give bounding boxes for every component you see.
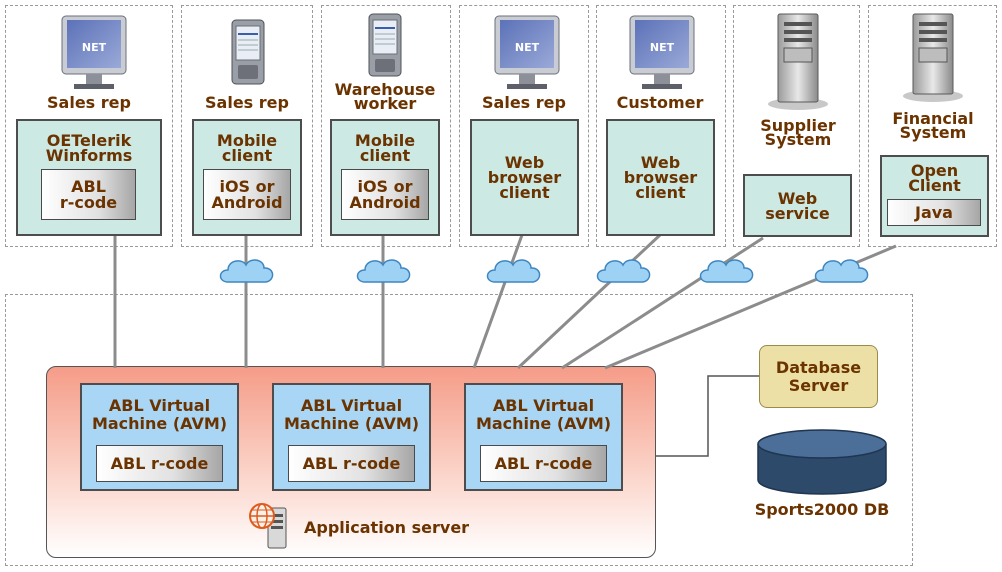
client-box-label: Web service bbox=[765, 188, 830, 223]
svg-text:NET: NET bbox=[82, 41, 107, 54]
client-box-web-2: Web browser client bbox=[606, 119, 715, 236]
monitor-icon: NET bbox=[629, 15, 695, 89]
client-zone-5 bbox=[596, 5, 726, 247]
database-label: Sports2000 DB bbox=[754, 500, 890, 519]
client-caption: Customer bbox=[616, 93, 704, 112]
avm-box-1: ABL Virtual Machine (AVM) ABL r-code bbox=[80, 383, 239, 491]
client-caption: Sales rep bbox=[205, 93, 289, 112]
avm-inner-box: ABL r-code bbox=[288, 445, 415, 482]
server-zone bbox=[5, 294, 913, 566]
app-server-icon bbox=[249, 503, 287, 549]
line-webservice bbox=[561, 236, 764, 370]
client-box-mobile-2: Mobile client iOS or Android bbox=[330, 119, 440, 236]
database-server-label: Database Server bbox=[775, 357, 862, 395]
client-zone-7 bbox=[868, 5, 997, 247]
cloud-icon bbox=[356, 259, 411, 283]
cloud-icon bbox=[699, 259, 754, 283]
client-inner-box: ABL r-code bbox=[41, 169, 136, 220]
database-cylinder-icon bbox=[757, 429, 887, 495]
cloud-icon bbox=[596, 259, 651, 283]
line-db bbox=[656, 375, 759, 457]
cloud-icon bbox=[814, 259, 869, 283]
monitor-icon: NET bbox=[494, 15, 560, 89]
avm-label: ABL Virtual Machine (AVM) bbox=[475, 396, 612, 433]
svg-text:NET: NET bbox=[515, 41, 540, 54]
client-caption: Sales rep bbox=[482, 93, 566, 112]
client-inner-box: iOS or Android bbox=[341, 169, 429, 220]
server-tower-icon bbox=[903, 13, 963, 102]
client-box-winforms: OETelerik Winforms ABL r-code bbox=[16, 119, 162, 236]
client-box-label: Open Client bbox=[908, 161, 961, 195]
avm-label: ABL Virtual Machine (AVM) bbox=[91, 396, 228, 433]
client-box-webservice: Web service bbox=[743, 174, 852, 237]
client-box-label: Web browser client bbox=[623, 153, 698, 202]
client-zone-3 bbox=[321, 5, 451, 247]
svg-text:NET: NET bbox=[650, 41, 675, 54]
client-zone-4 bbox=[459, 5, 589, 247]
avm-inner-box: ABL r-code bbox=[480, 445, 607, 482]
client-zone-1 bbox=[5, 5, 173, 247]
client-box-label: Mobile client bbox=[354, 131, 416, 165]
cloud-icon bbox=[486, 259, 541, 283]
avm-box-3: ABL Virtual Machine (AVM) ABL r-code bbox=[464, 383, 623, 491]
line-web-1 bbox=[472, 234, 524, 369]
client-caption: Sales rep bbox=[47, 93, 131, 112]
client-box-openclient: Open Client Java bbox=[880, 155, 989, 237]
cloud-icon bbox=[219, 259, 274, 283]
client-caption: Warehouse worker bbox=[334, 80, 436, 113]
avm-box-2: ABL Virtual Machine (AVM) ABL r-code bbox=[272, 383, 431, 491]
client-inner-box: Java bbox=[887, 199, 981, 226]
client-box-label: OETelerik Winforms bbox=[45, 131, 133, 165]
client-inner-box: iOS or Android bbox=[203, 169, 291, 220]
client-caption: Supplier System bbox=[760, 116, 836, 149]
handheld-icon bbox=[368, 13, 402, 77]
handheld-icon bbox=[231, 19, 265, 85]
server-tower-icon bbox=[768, 13, 828, 110]
database-server-box: Database Server bbox=[759, 345, 878, 408]
application-server-label: Application server bbox=[304, 518, 470, 537]
client-box-mobile-1: Mobile client iOS or Android bbox=[192, 119, 302, 236]
line-web-2 bbox=[516, 233, 662, 370]
client-box-label: Mobile client bbox=[216, 131, 278, 165]
avm-label: ABL Virtual Machine (AVM) bbox=[283, 396, 420, 433]
monitor-icon: NET bbox=[61, 15, 127, 89]
client-zone-6 bbox=[733, 5, 860, 247]
client-box-web-1: Web browser client bbox=[470, 119, 579, 236]
client-caption: Financial System bbox=[892, 109, 974, 142]
client-box-label: Web browser client bbox=[487, 153, 562, 202]
avm-inner-box: ABL r-code bbox=[96, 445, 223, 482]
